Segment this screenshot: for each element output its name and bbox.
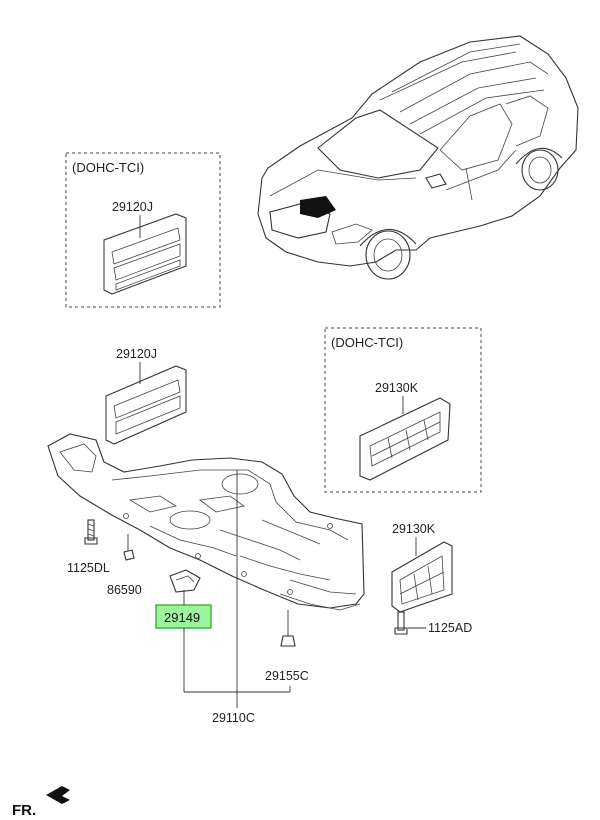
inset-box-title: (DOHC-TCI) [72, 160, 144, 175]
inset-box-title: (DOHC-TCI) [331, 335, 403, 350]
part-label-29110c: 29110C [212, 711, 255, 725]
nut-left [123, 534, 135, 561]
part-label-29155c: 29155C [265, 669, 309, 683]
bolt-right [394, 611, 426, 635]
inset-box-dohc-front: (DOHC-TCI) 29120J [65, 152, 221, 308]
part-label-29120j: 29120J [116, 347, 157, 361]
inset-box-dohc-rear: (DOHC-TCI) 29130K [324, 327, 482, 493]
part-label-29120j-inset: 29120J [112, 200, 153, 214]
front-cover-panel-inset [103, 213, 187, 295]
arrow-icon [46, 786, 70, 804]
assembly-leader [183, 470, 291, 708]
direction-label: FR. [12, 802, 36, 819]
front-direction-indicator: FR. [12, 786, 70, 819]
fastener-bottom [280, 610, 296, 647]
bolt-left [84, 519, 98, 545]
front-cover-panel [105, 365, 187, 445]
part-label-86590: 86590 [107, 583, 142, 597]
under-cover-assembly: 29120J [47, 347, 365, 611]
rear-cover-panel-inset [359, 397, 451, 481]
part-label-29130k: 29130K [392, 522, 436, 536]
part-label-1125dl: 1125DL [67, 561, 110, 575]
vehicle-illustration [257, 35, 579, 280]
highlighted-part-label[interactable]: 29149 [155, 604, 212, 629]
part-label-1125ad: 1125AD [428, 621, 472, 635]
rear-cover-main: 29130K [391, 522, 453, 613]
part-label-29130k-inset: 29130K [375, 381, 419, 395]
part-label-29149: 29149 [164, 610, 200, 625]
